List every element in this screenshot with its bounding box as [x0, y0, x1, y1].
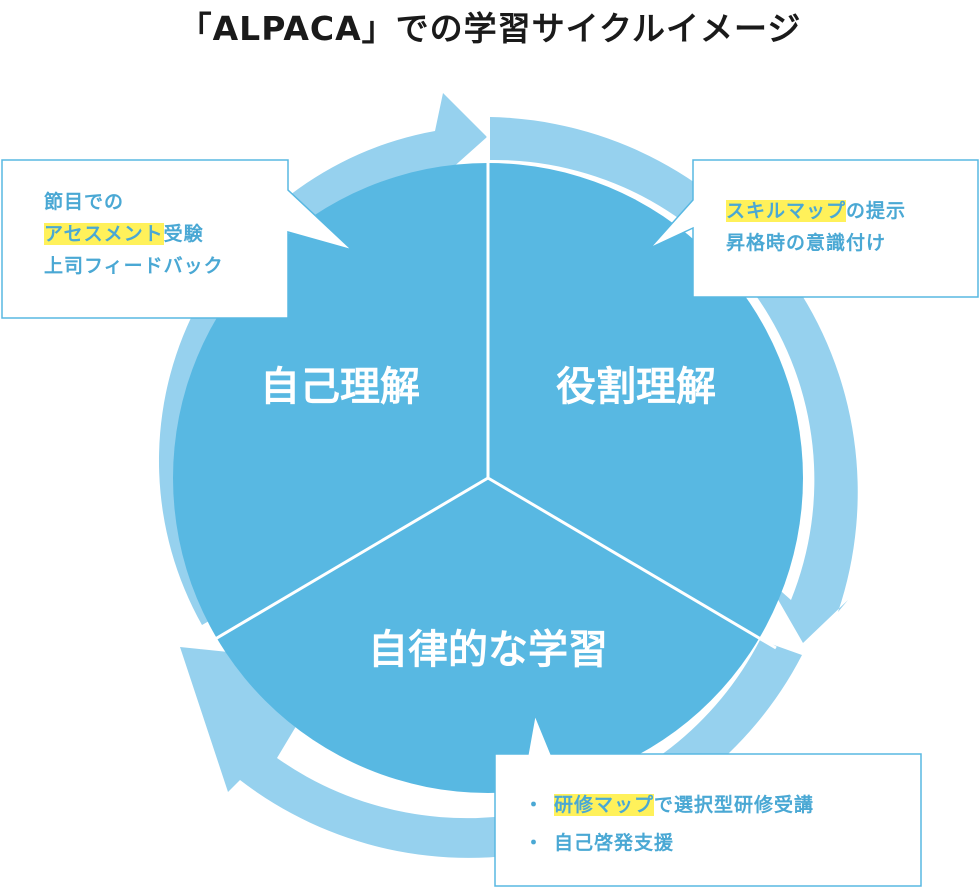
callout-self-line1: 節目での — [44, 191, 125, 213]
callout-self: 節目での アセスメント受験 上司フィードバック — [44, 186, 224, 282]
callout-role-box — [649, 159, 979, 298]
callout-role-line1: スキルマップの提示 — [726, 195, 906, 227]
highlight-assessment: アセスメント — [44, 223, 164, 245]
callout-learning-item1: ・研修マップで選択型研修受講 — [524, 786, 814, 824]
callout-self-line2: アセスメント受験 — [44, 218, 224, 250]
segment-self-understanding: 自己理解 — [260, 364, 420, 410]
callout-role-line2: 昇格時の意識付け — [726, 232, 887, 254]
main-circle — [173, 130, 803, 793]
callout-self-line2-rest: 受験 — [163, 223, 204, 245]
segment-role-understanding: 役割理解 — [556, 364, 716, 410]
callout-self-box — [1, 159, 353, 319]
callout-learning-box — [494, 712, 922, 887]
callout-self-line3: 上司フィードバック — [44, 255, 224, 277]
callout-learning-item1-rest: で選択型研修受講 — [654, 794, 815, 816]
callout-learning-item2: ・自己啓発支援 — [524, 824, 814, 862]
segment-autonomous-learning: 自律的な学習 — [368, 627, 608, 673]
highlight-skill-map: スキルマップ — [726, 200, 847, 222]
callout-role-line1-rest: の提示 — [846, 200, 907, 222]
callout-learning: ・研修マップで選択型研修受講 ・自己啓発支援 — [524, 786, 814, 862]
highlight-training-map: 研修マップ — [554, 794, 655, 816]
bullet: ・ — [524, 794, 545, 816]
callout-learning-item2-text: 自己啓発支援 — [554, 832, 675, 854]
page-title: 「ALPACA」での学習サイクルイメージ — [178, 9, 802, 48]
bullet: ・ — [524, 832, 545, 854]
callout-role: スキルマップの提示 昇格時の意識付け — [726, 195, 906, 259]
